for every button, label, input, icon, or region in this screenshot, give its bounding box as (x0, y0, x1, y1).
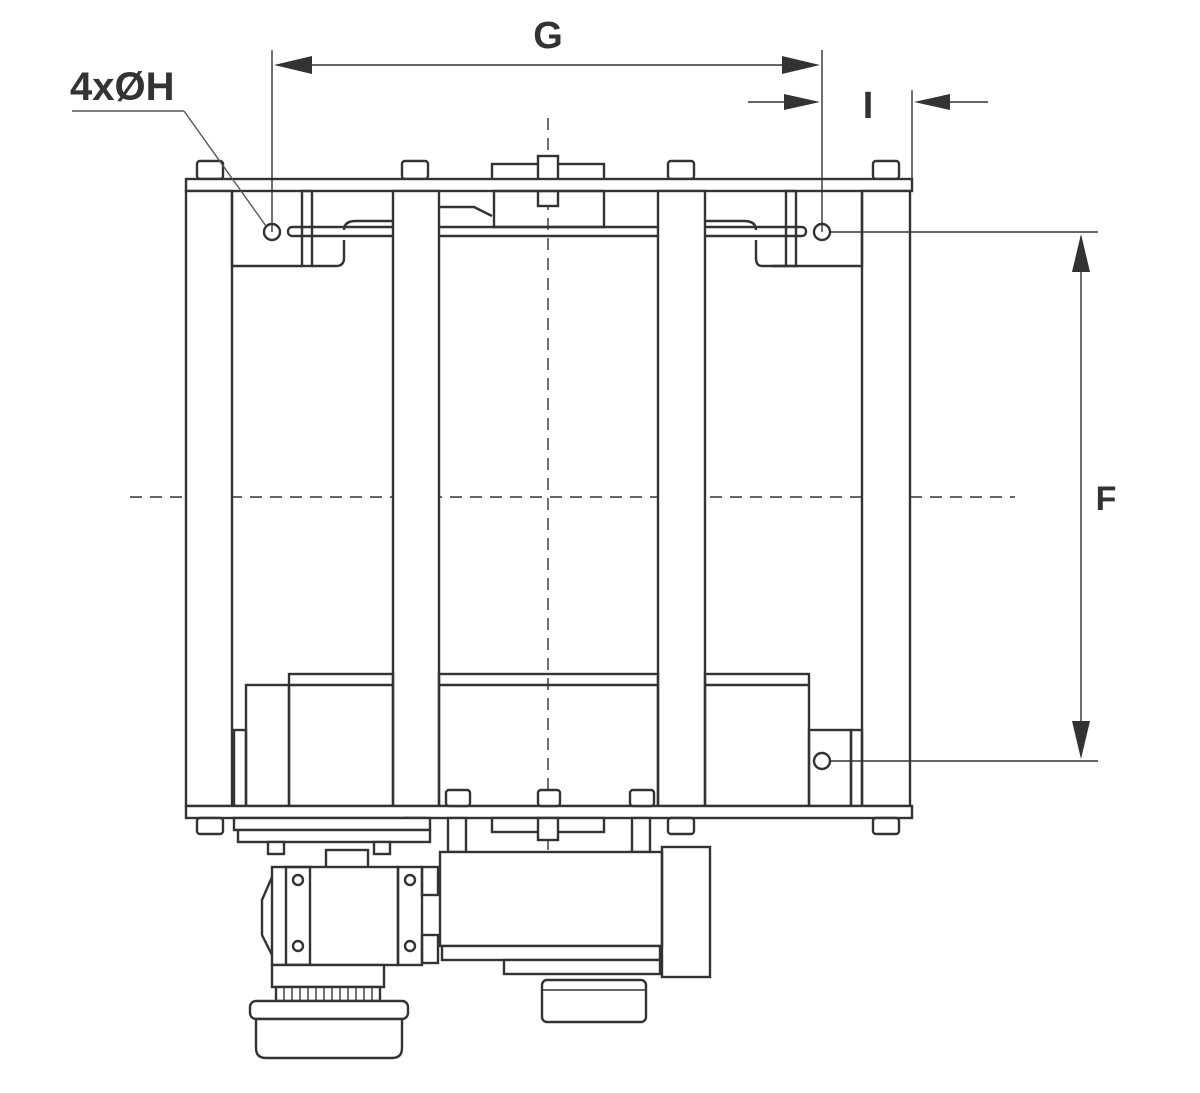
left-bracket-web (300, 189, 314, 268)
dimension-label-i: I (863, 85, 874, 127)
dimension-label-g: G (533, 15, 563, 57)
motor-body-left (287, 672, 395, 808)
drive-motor-housing (660, 845, 712, 979)
cross-rod (286, 225, 808, 238)
left-bracket-lip (312, 240, 346, 268)
right-clamp (706, 219, 758, 231)
screw-icon (403, 873, 417, 887)
drive-assembly (232, 816, 712, 1060)
screw-icon (291, 939, 305, 953)
gearbox-neck (324, 848, 370, 870)
motor-cap-rim (248, 999, 410, 1021)
hub-block (492, 189, 606, 229)
stud (372, 840, 392, 856)
right-bracket-web (784, 189, 798, 268)
top-plate (184, 177, 914, 193)
bottom-plate (184, 804, 914, 820)
centerlines (130, 118, 1015, 925)
arrow-left-icon (274, 56, 312, 74)
drive-motor-foot (502, 958, 662, 976)
hole-callout: 4xØH (70, 65, 267, 227)
right-inner-post (656, 189, 707, 808)
dimension-i: I (748, 85, 988, 180)
gearbox-tab (420, 933, 440, 965)
left-clamp (342, 219, 392, 231)
housing-frame (184, 154, 914, 836)
gear-flange-lower (236, 828, 432, 844)
bottom-bolt (536, 788, 562, 808)
arrow-left-icon (914, 94, 950, 110)
callout-leader (183, 110, 267, 227)
left-top-gusset (440, 205, 493, 218)
lower-bracket (807, 728, 853, 808)
screw-icon (291, 873, 305, 887)
coupling-pin (630, 816, 652, 854)
stud (266, 840, 286, 856)
top-bolt (666, 159, 696, 181)
gearbox (270, 865, 400, 967)
left-bracket (230, 191, 302, 268)
drive-motor-end (540, 978, 648, 1024)
dimension-label-f: F (1096, 480, 1117, 518)
top-bolt (195, 159, 225, 181)
drive-motor (438, 850, 664, 948)
arrow-down-icon (1072, 721, 1090, 759)
dimension-f: F (830, 231, 1117, 762)
arrow-right-icon (782, 56, 820, 74)
screw-icon (403, 939, 417, 953)
gear-flange (232, 816, 432, 832)
right-outer-post (860, 189, 912, 808)
right-bracket-lip (754, 240, 786, 268)
lower-bracket-web (849, 728, 864, 808)
left-inner-post (391, 189, 441, 808)
terminal-box (244, 683, 291, 808)
arrow-right-icon (784, 94, 820, 110)
bottom-bolt (444, 788, 472, 808)
top-bolt (400, 159, 430, 181)
fan-ring-ticks (283, 987, 373, 1001)
motor-cap (254, 1017, 404, 1060)
arrow-up-icon (1072, 234, 1090, 272)
top-bolt (871, 159, 901, 181)
motor-collar (270, 963, 386, 989)
right-bracket (772, 191, 864, 268)
mounting-hole (812, 751, 832, 771)
motor-body-right (703, 672, 811, 808)
dimension-g: G (271, 15, 823, 232)
coupling-pin (446, 816, 468, 854)
bottom-foot (666, 816, 696, 836)
terminal-plate (232, 728, 248, 808)
bottom-foot (871, 816, 901, 836)
gearbox-side-plate-right (396, 865, 424, 967)
gearbox-cover (260, 876, 274, 956)
gearbox-tab (420, 865, 440, 897)
bottom-bolt (628, 788, 656, 808)
drive-motor-base (440, 944, 662, 962)
left-outer-post (184, 189, 234, 808)
hole-callout-label: 4xØH (70, 65, 175, 109)
bottom-shaft (536, 816, 560, 842)
bottom-foot (195, 816, 225, 836)
